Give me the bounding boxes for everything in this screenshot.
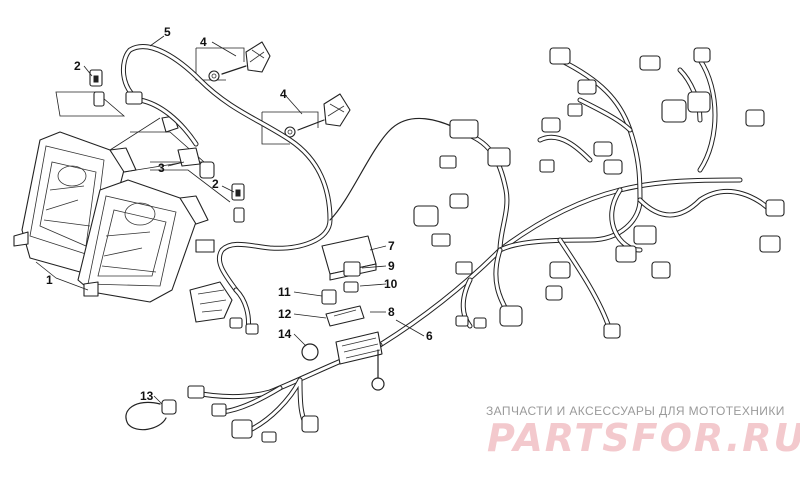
headlight-right xyxy=(77,179,215,303)
bulb-socket-upper xyxy=(89,69,105,107)
callout-7: 7 xyxy=(388,239,395,253)
cap-13 xyxy=(125,399,177,431)
callout-13: 13 xyxy=(140,389,154,403)
callout-8: 8 xyxy=(388,305,395,319)
callout-2-upper: 2 xyxy=(74,59,81,73)
adjuster-lower xyxy=(261,93,351,145)
lower-connectors xyxy=(187,385,319,443)
callout-4-upper: 4 xyxy=(200,35,207,49)
harness-connectors xyxy=(413,47,785,339)
callout-5: 5 xyxy=(164,25,171,39)
callout-1: 1 xyxy=(46,273,53,287)
reference-lines-headlight xyxy=(55,91,231,203)
callout-3: 3 xyxy=(158,161,165,175)
callout-10: 10 xyxy=(384,277,398,291)
callout-2-lower: 2 xyxy=(212,177,219,191)
callout-9: 9 xyxy=(388,259,395,273)
watermark-logo: PARTSFOR.RU xyxy=(487,416,800,460)
headlight-harness xyxy=(120,44,461,335)
bulb-socket-3 xyxy=(161,115,215,179)
bulb-socket-lower xyxy=(231,183,245,223)
callout-labels: 1 2 2 3 4 4 5 6 7 8 9 10 11 12 14 13 xyxy=(46,25,433,403)
callout-14: 14 xyxy=(278,327,292,341)
relay-fuse-group xyxy=(301,235,385,391)
callout-12: 12 xyxy=(278,307,292,321)
leader-lines xyxy=(35,35,425,405)
adjuster-upper xyxy=(195,41,271,82)
callout-11: 11 xyxy=(278,285,291,299)
watermark-tagline: ЗАПЧАСТИ И АКСЕССУАРЫ ДЛЯ МОТОТЕХНИКИ xyxy=(486,404,785,418)
callout-4-lower: 4 xyxy=(280,87,287,101)
callout-6: 6 xyxy=(426,329,433,343)
